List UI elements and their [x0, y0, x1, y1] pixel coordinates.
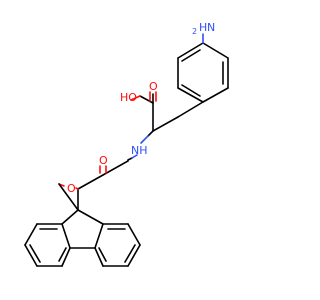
ester-bond-1	[75, 187, 79, 190]
svg-text:H: H	[199, 21, 207, 34]
ester-ch2-bond	[58, 183, 79, 211]
acid-oh-bond	[130, 95, 141, 101]
svg-text:2: 2	[192, 27, 197, 36]
nh-bond-2	[131, 154, 138, 159]
fluorene-left-benzene	[24, 223, 71, 267]
fluorene-five-ring	[61, 209, 104, 249]
svg-text:N: N	[207, 21, 215, 34]
carbamate-carbonyl-label: O	[99, 154, 108, 167]
fluorene-right-benzene	[94, 223, 141, 267]
molecule-structure: H N 2 HO O NH O O	[24, 21, 229, 267]
aminophenyl-ring	[177, 42, 229, 103]
acid-carbonyl-label: O	[149, 80, 158, 93]
amine-label: H N 2	[192, 21, 215, 36]
nh-bond-1	[140, 135, 149, 144]
ester-o-label: O	[67, 182, 76, 195]
carbamate-nh-label: NH	[131, 144, 148, 157]
hydroxyl-label: HO	[120, 91, 137, 104]
